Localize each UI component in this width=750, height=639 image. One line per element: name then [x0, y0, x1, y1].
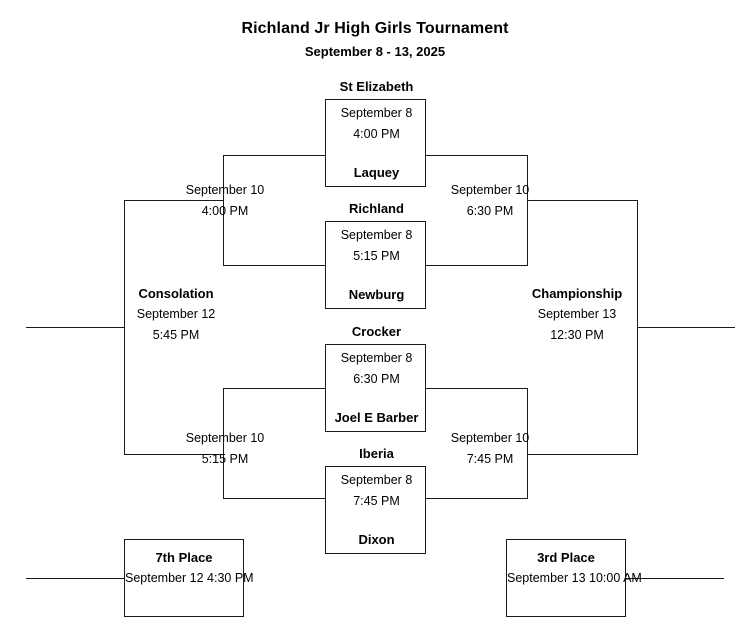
game-3-date: September 8: [340, 351, 413, 365]
connector-championship-bottom-arm: [527, 454, 638, 455]
semifinal-consolation-upper[interactable]: September 10 4:00 PM: [165, 180, 285, 222]
championship-final[interactable]: Championship September 13 12:30 PM: [517, 283, 637, 346]
third-place-box[interactable]: 3rd Place September 13 10:00 AM: [506, 539, 642, 617]
championship-final-date: September 13: [537, 307, 617, 321]
connector-consolation-bottom-arm: [124, 454, 224, 455]
consolation-final[interactable]: Consolation September 12 5:45 PM: [116, 283, 236, 346]
consolation-final-time: 5:45 PM: [152, 328, 200, 342]
game-box-4[interactable]: Iberia September 8 7:45 PM Dixon: [325, 446, 426, 554]
game-1-time: 4:00 PM: [353, 127, 400, 141]
connector-semi-upper-right-vertical: [527, 155, 528, 266]
semifinal-winners-lower-time: 7:45 PM: [466, 452, 514, 466]
game-3-time: 6:30 PM: [353, 372, 400, 386]
seventh-place-box[interactable]: 7th Place September 12 4:30 PM: [124, 539, 254, 617]
game-1-date: September 8: [340, 106, 413, 120]
game-2-team-bottom: Newburg: [348, 287, 405, 302]
connector-consolation-vertical: [124, 200, 125, 454]
connector-consolation-stub: [26, 327, 124, 328]
connector-seventh-place-stub: [26, 578, 124, 579]
game-4-date: September 8: [340, 473, 413, 487]
page-subtitle: September 8 - 13, 2025: [304, 44, 446, 59]
connector-third-place-stub: [626, 578, 724, 579]
connector-semi-upper-right-bottom: [426, 265, 528, 266]
connector-championship-top-arm: [527, 200, 638, 201]
page-title: Richland Jr High Girls Tournament: [241, 20, 509, 37]
game-3-team-top: Crocker: [351, 324, 402, 339]
championship-final-title: Championship: [531, 286, 623, 301]
connector-semi-lower-left-bottom: [223, 498, 325, 499]
seventh-place-date: September 12: [125, 571, 204, 585]
connector-semi-lower-right-bottom: [426, 498, 528, 499]
game-2-date: September 8: [340, 228, 413, 242]
semifinal-consolation-lower-date: September 10: [185, 431, 265, 445]
connector-semi-lower-right-top: [426, 388, 528, 389]
game-box-2[interactable]: Richland September 8 5:15 PM Newburg: [325, 201, 426, 309]
game-1-team-bottom: Laquey: [353, 165, 400, 180]
semifinal-winners-upper[interactable]: September 10 6:30 PM: [430, 180, 550, 222]
game-2-team-top: Richland: [349, 201, 404, 216]
connector-semi-lower-left-vertical: [223, 388, 224, 499]
game-1-team-top: St Elizabeth: [339, 79, 414, 94]
third-place-title: 3rd Place: [537, 550, 595, 565]
game-3-team-bottom: Joel E Barber: [334, 410, 419, 425]
semifinal-consolation-lower[interactable]: September 10 5:15 PM: [165, 428, 285, 470]
semifinal-consolation-upper-time: 4:00 PM: [201, 204, 249, 218]
connector-semi-lower-left-top: [223, 388, 325, 389]
seventh-place-title: 7th Place: [155, 550, 213, 565]
semifinal-winners-upper-time: 6:30 PM: [466, 204, 514, 218]
connector-consolation-top-arm: [124, 200, 224, 201]
game-4-team-bottom: Dixon: [358, 532, 395, 547]
game-4-time: 7:45 PM: [353, 494, 400, 508]
semifinal-consolation-upper-date: September 10: [185, 183, 265, 197]
championship-final-time: 12:30 PM: [550, 328, 604, 342]
semifinal-consolation-lower-time: 5:15 PM: [201, 452, 249, 466]
game-box-3[interactable]: Crocker September 8 6:30 PM Joel E Barbe…: [325, 324, 426, 432]
connector-semi-upper-left-vertical: [223, 155, 224, 266]
seventh-place-time: 4:30 PM: [207, 571, 254, 585]
connector-semi-lower-right-vertical: [527, 388, 528, 499]
semifinal-winners-lower-date: September 10: [450, 431, 530, 445]
third-place-date: September 13: [507, 571, 586, 585]
semifinal-winners-upper-date: September 10: [450, 183, 530, 197]
consolation-final-date: September 12: [136, 307, 216, 321]
connector-championship-stub: [637, 327, 735, 328]
game-box-1[interactable]: St Elizabeth September 8 4:00 PM Laquey: [325, 79, 426, 187]
semifinal-winners-lower[interactable]: September 10 7:45 PM: [430, 428, 550, 470]
connector-semi-upper-right-top: [426, 155, 528, 156]
game-4-team-top: Iberia: [359, 446, 394, 461]
game-2-time: 5:15 PM: [353, 249, 400, 263]
consolation-final-title: Consolation: [138, 286, 214, 301]
connector-semi-upper-left-bottom: [223, 265, 325, 266]
connector-semi-upper-left-top: [223, 155, 325, 156]
third-place-time: 10:00 AM: [589, 571, 642, 585]
